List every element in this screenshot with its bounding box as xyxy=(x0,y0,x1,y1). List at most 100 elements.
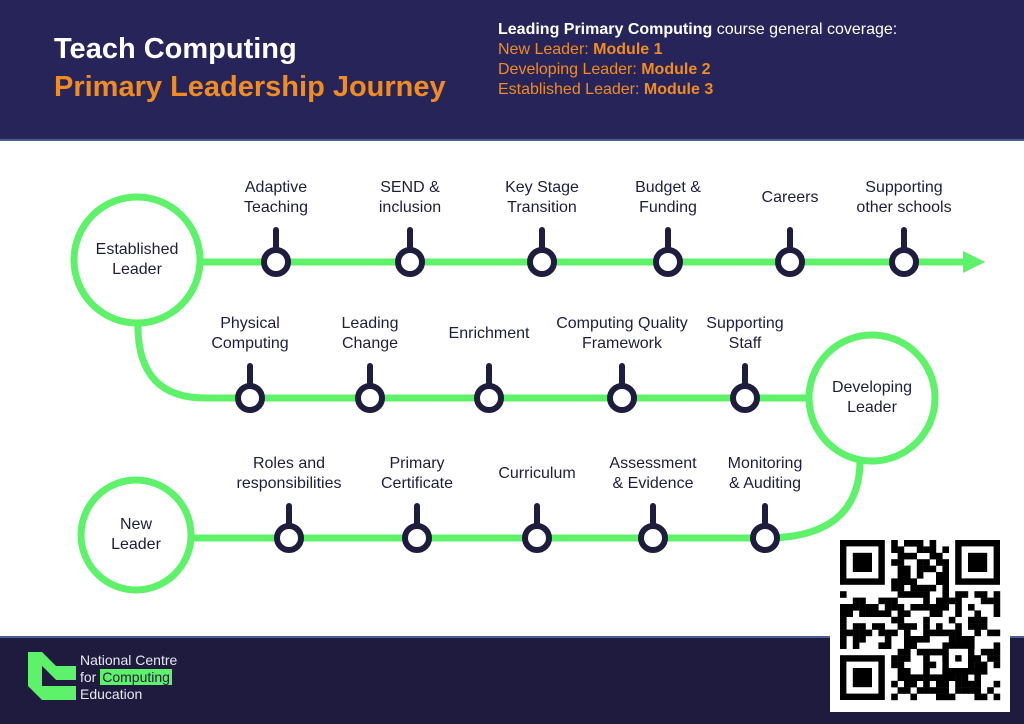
qr-module xyxy=(897,604,905,611)
qr-module xyxy=(948,597,956,605)
qr-module xyxy=(968,680,975,688)
coverage-module: Module 1 xyxy=(593,41,663,58)
qr-module xyxy=(878,629,885,637)
arrow-head-icon xyxy=(963,251,985,273)
qr-module xyxy=(942,591,949,598)
qr-module xyxy=(968,616,975,624)
qr-module xyxy=(923,546,930,553)
qr-module xyxy=(910,623,917,630)
coverage-intro-text: course general coverage: xyxy=(712,21,898,38)
qr-code-icon[interactable] xyxy=(830,530,1010,712)
logo-highlight: Computing xyxy=(100,669,172,685)
label-line-1: Assessment xyxy=(609,455,697,472)
qr-module xyxy=(961,636,969,643)
topic-label: Budget &Funding xyxy=(635,178,701,218)
pin-marker-icon xyxy=(474,383,504,413)
qr-module xyxy=(923,597,930,605)
qr-module xyxy=(884,597,892,605)
qr-module xyxy=(923,668,930,675)
qr-module xyxy=(955,610,962,617)
qr-module xyxy=(904,642,911,649)
pin-marker-icon xyxy=(355,383,385,413)
qr-module xyxy=(859,636,866,643)
qr-module xyxy=(923,565,930,573)
qr-module xyxy=(910,604,917,611)
qr-module xyxy=(993,661,1001,669)
qr-module xyxy=(897,578,905,585)
qr-module xyxy=(980,623,988,630)
qr-module xyxy=(897,674,905,681)
qr-module xyxy=(897,572,905,579)
topic-label: Assessment & Evidence xyxy=(609,454,696,494)
qr-module xyxy=(897,610,905,617)
qr-module xyxy=(859,623,866,630)
qr-module xyxy=(904,674,911,681)
qr-module xyxy=(923,623,930,630)
pin-marker-icon xyxy=(261,247,291,277)
qr-module xyxy=(993,629,1001,637)
topic-label: Monitoring& Auditing xyxy=(728,454,803,494)
qr-module xyxy=(923,674,930,681)
qr-module xyxy=(955,674,962,681)
qr-module xyxy=(980,597,988,605)
qr-module xyxy=(942,604,949,611)
qr-module xyxy=(897,559,905,566)
qr-align-core xyxy=(955,655,962,662)
qr-module xyxy=(955,636,962,643)
qr-module xyxy=(859,629,866,637)
label-line-1: Key Stage xyxy=(505,179,579,196)
pin-marker-icon xyxy=(274,523,304,553)
qr-module xyxy=(897,648,905,656)
label-line-2: Framework xyxy=(581,335,662,352)
stage-circle xyxy=(70,193,204,327)
coverage-line-established: Established Leader: Module 3 xyxy=(498,80,897,100)
qr-module xyxy=(910,591,917,598)
qr-module xyxy=(993,680,1001,688)
qr-module xyxy=(910,674,917,681)
coverage-module: Module 3 xyxy=(643,81,714,98)
qr-module xyxy=(942,572,949,579)
qr-module xyxy=(974,616,981,624)
qr-module xyxy=(840,642,847,649)
qr-module xyxy=(993,604,1001,611)
qr-module xyxy=(884,636,892,643)
qr-module xyxy=(916,572,924,579)
label-line-2: inclusion xyxy=(378,199,442,216)
qr-module xyxy=(872,610,879,617)
qr-module xyxy=(942,693,949,701)
qr-module xyxy=(891,546,898,553)
pin-marker-icon xyxy=(402,523,432,553)
qr-module xyxy=(840,636,847,643)
qr-module xyxy=(936,687,943,694)
qr-module xyxy=(916,648,924,656)
qr-module xyxy=(974,655,981,662)
qr-module xyxy=(936,623,943,630)
qr-module xyxy=(840,616,847,624)
coverage-line-developing: Developing Leader: Module 2 xyxy=(498,60,897,80)
qr-finder-core xyxy=(852,552,872,572)
qr-module xyxy=(897,655,905,662)
course-name: Leading Primary Computing xyxy=(498,21,713,38)
coverage-intro: Leading Primary Computing course general… xyxy=(498,20,897,40)
label-line-1: Leading xyxy=(341,315,399,332)
course-coverage: Leading Primary Computing course general… xyxy=(498,20,897,100)
qr-module xyxy=(904,540,911,547)
qr-module xyxy=(974,687,981,694)
qr-module xyxy=(923,584,930,592)
label-line-2: & Auditing xyxy=(728,475,802,492)
label-line-2: & Evidence xyxy=(612,475,694,492)
qr-module xyxy=(840,604,847,611)
coverage-level: Established Leader: xyxy=(498,81,644,98)
qr-module xyxy=(987,597,994,605)
qr-module xyxy=(884,604,892,611)
qr-module xyxy=(993,610,1001,617)
label-line-1: Adaptive xyxy=(244,179,308,196)
topic-label: Enrichment xyxy=(449,324,530,344)
qr-module xyxy=(968,623,975,630)
qr-module xyxy=(974,610,981,617)
qr-module xyxy=(904,655,911,662)
